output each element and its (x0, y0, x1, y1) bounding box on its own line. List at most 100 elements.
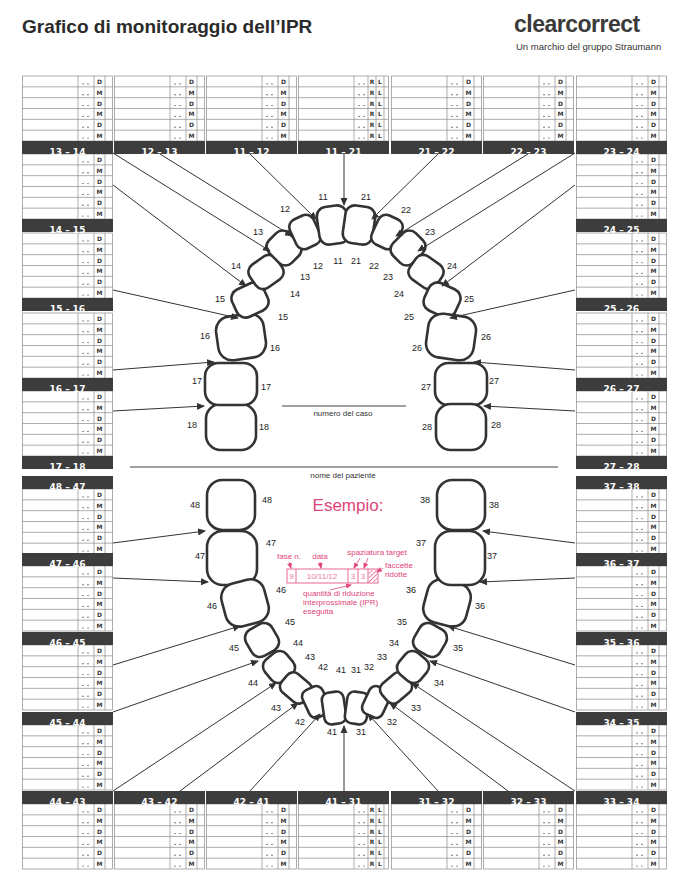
side-letter: L (378, 110, 382, 117)
table-row-line (22, 119, 113, 120)
table-border (484, 804, 574, 869)
date-dot (641, 364, 642, 365)
leader-arrow (442, 185, 575, 286)
table-row-line (576, 243, 667, 244)
table-row-line (298, 130, 389, 131)
tooth-number: 28 (491, 420, 501, 430)
side-letter: M (189, 132, 195, 139)
side-letter: R (370, 860, 375, 867)
date-dot (87, 663, 88, 664)
date-dot (87, 811, 88, 812)
date-dot (548, 94, 549, 95)
side-letter: M (97, 838, 103, 845)
date-dot (636, 442, 637, 443)
date-dot (87, 844, 88, 845)
date-dot (363, 83, 364, 84)
side-letter: R (370, 806, 375, 813)
table-border (577, 76, 667, 141)
side-letter: M (97, 347, 103, 354)
tooth-number: 44 (293, 638, 303, 648)
table-row-line (22, 598, 113, 599)
tooth-number: 48 (262, 495, 272, 505)
date-dot (266, 865, 267, 866)
table-col-line (376, 76, 377, 141)
date-dot (641, 776, 642, 777)
side-letter: D (97, 278, 102, 285)
date-dot (87, 205, 88, 206)
side-letter: M (651, 860, 657, 867)
table-col-line (632, 725, 633, 790)
table-row-line (22, 367, 113, 368)
table-row-line (576, 334, 667, 335)
date-dot (641, 331, 642, 332)
date-dot (271, 83, 272, 84)
table-header-band: 11 – 12 (206, 141, 297, 154)
table-col-line (648, 313, 649, 378)
date-dot (641, 205, 642, 206)
table-col-line (566, 76, 567, 141)
table-row-line (22, 345, 113, 346)
leader-arrow (250, 154, 316, 219)
example-cell: 3 (351, 572, 355, 581)
date-dot (82, 776, 83, 777)
table-col-line (78, 76, 79, 141)
tooth-number: 47 (266, 538, 276, 548)
table-row-line (22, 735, 113, 736)
table-col-line (648, 233, 649, 298)
side-letter: D (651, 749, 656, 756)
gap-label: 23 – 24 (604, 147, 640, 157)
side-letter: R (370, 110, 375, 117)
gap-label: 15 - 16 (50, 304, 85, 314)
table-border (392, 76, 482, 141)
date-dot (174, 127, 175, 128)
date-dot (87, 320, 88, 321)
date-dot (636, 627, 637, 628)
table-border (23, 804, 113, 869)
tooth-number: 36 (475, 601, 485, 611)
tooth-number: 38 (420, 495, 430, 505)
table-row-line (22, 254, 113, 255)
table-col-line (632, 154, 633, 219)
table-col-line (555, 76, 556, 141)
side-letter: D (189, 100, 194, 107)
date-dot (636, 685, 637, 686)
side-letter: M (97, 579, 103, 586)
side-letter: M (651, 404, 657, 411)
table-header-band: 46 – 45 (22, 632, 113, 645)
date-dot (641, 811, 642, 812)
leader-arrow (113, 290, 238, 318)
table-row-line (22, 130, 113, 131)
date-dot (358, 822, 359, 823)
tooth-number: 31 (351, 665, 361, 675)
table-row-line (576, 655, 667, 656)
tooth-number: 22 (401, 205, 411, 215)
date-dot (271, 94, 272, 95)
date-dot (636, 431, 637, 432)
table-row-line (483, 130, 574, 131)
date-dot (363, 833, 364, 834)
side-letter: M (97, 188, 103, 195)
table-col-line (94, 76, 95, 141)
table-col-line (105, 391, 106, 456)
date-dot (174, 844, 175, 845)
date-dot (641, 452, 642, 453)
date-dot (451, 833, 452, 834)
tooth-number: 41 (327, 727, 337, 737)
date-dot (456, 833, 457, 834)
leader-arrow (344, 726, 345, 791)
table-row-line (483, 836, 574, 837)
date-dot (363, 811, 364, 812)
table-row-line (391, 108, 482, 109)
side-letter: L (378, 828, 382, 835)
leader-arrow (344, 154, 345, 205)
tooth-outline (207, 480, 255, 530)
side-letter: R (370, 828, 375, 835)
date-dot (363, 855, 364, 856)
side-letter: M (97, 167, 103, 174)
table-row-line (22, 757, 113, 758)
date-dot (87, 754, 88, 755)
date-dot (641, 529, 642, 530)
table-col-line (105, 804, 106, 869)
side-letter: D (651, 611, 656, 618)
